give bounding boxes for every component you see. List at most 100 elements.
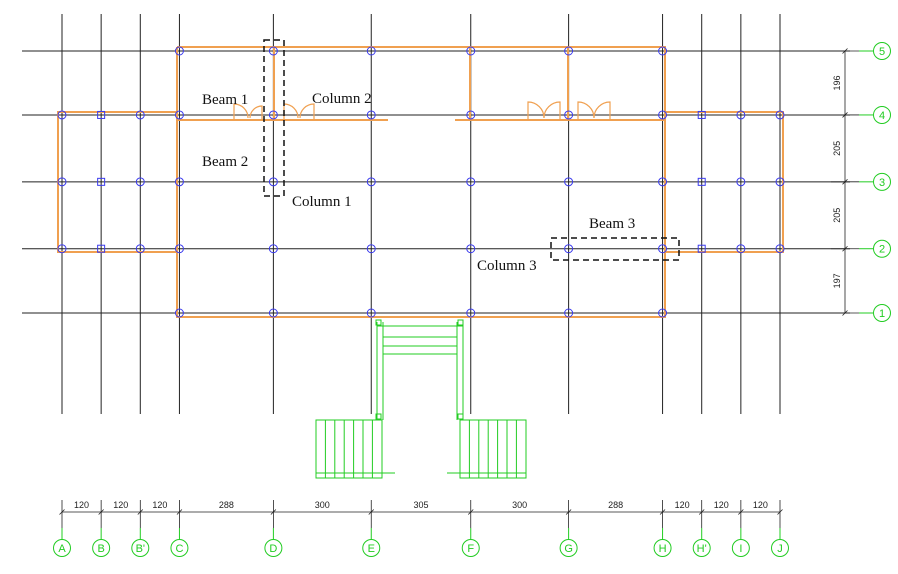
dim-label-y: 197 xyxy=(832,273,842,288)
axis-bubble-x xyxy=(264,539,283,557)
stair-flight-left xyxy=(315,419,395,479)
stair-post xyxy=(375,319,382,326)
column-round xyxy=(466,46,476,56)
east-wing-outline xyxy=(665,111,784,253)
axis-bubble-x xyxy=(559,539,578,557)
column-round xyxy=(564,244,574,254)
dim-label-x: 300 xyxy=(512,500,527,510)
axis-label-x: D xyxy=(269,543,277,555)
label-beam-3: Beam 3 xyxy=(589,216,635,232)
column-round xyxy=(366,46,376,56)
dim-tick xyxy=(467,509,474,515)
axis-label-y: 3 xyxy=(879,177,885,189)
dim-tick xyxy=(176,509,183,515)
column-round xyxy=(564,46,574,56)
axis-label-x: H xyxy=(659,543,667,555)
dim-label-x: 120 xyxy=(113,500,128,510)
column-round xyxy=(366,244,376,254)
axis-bubble-y xyxy=(873,304,891,322)
axis-label-y: 2 xyxy=(879,244,885,256)
column-square xyxy=(97,110,106,119)
door-swing-3 xyxy=(283,103,299,120)
column-round xyxy=(775,244,785,254)
dim-tick xyxy=(368,509,375,515)
building-outline xyxy=(57,46,784,318)
dim-tick xyxy=(842,245,848,252)
axis-bubble-x xyxy=(170,539,189,557)
axis-bubble-x xyxy=(692,539,711,557)
flight-outline xyxy=(459,419,527,479)
door-swing-5 xyxy=(527,101,545,120)
column-square xyxy=(697,177,706,186)
column-round xyxy=(466,110,476,120)
column-round xyxy=(174,244,184,254)
axis-bubble-y xyxy=(873,42,891,60)
dim-tick xyxy=(98,509,104,515)
dim-label-x: 120 xyxy=(74,500,89,510)
axis-bubble-x xyxy=(461,539,480,557)
column-round xyxy=(174,177,184,187)
column-round xyxy=(366,110,376,120)
door-swing-6 xyxy=(543,101,561,120)
axis-label-x: C xyxy=(175,543,183,555)
column-round xyxy=(658,244,668,254)
highlight-box-column1-beam2 xyxy=(263,39,285,197)
label-column-2: Column 2 xyxy=(312,91,372,107)
column-round xyxy=(57,110,67,120)
dim-label-x: 120 xyxy=(714,500,729,510)
dim-tick xyxy=(659,509,666,515)
label-column-3: Column 3 xyxy=(477,258,537,274)
axis-label-x: H' xyxy=(697,543,707,555)
column-round xyxy=(268,110,278,120)
column-round xyxy=(658,110,668,120)
column-round xyxy=(466,244,476,254)
grid-lines xyxy=(22,14,850,414)
door-swing-8 xyxy=(593,101,611,120)
axis-label-x: B' xyxy=(136,543,145,555)
column-round xyxy=(658,46,668,56)
column-round xyxy=(135,244,145,254)
column-round xyxy=(135,110,145,120)
axis-bubble-x xyxy=(731,539,750,557)
column-round xyxy=(135,177,145,187)
column-round xyxy=(658,308,668,318)
dim-tick xyxy=(842,179,848,185)
column-round xyxy=(466,308,476,318)
axis-label-y: 5 xyxy=(879,46,885,58)
axis-label-x: I xyxy=(739,543,742,555)
column-round xyxy=(366,177,376,187)
stair-post xyxy=(457,413,464,420)
dim-label-x: 305 xyxy=(413,500,428,510)
axis-bubble-x xyxy=(92,539,111,557)
axis-bubble-y xyxy=(873,105,891,124)
dim-tick xyxy=(842,112,848,118)
axis-bubble-x xyxy=(362,539,381,557)
columns xyxy=(57,46,785,318)
axis-label-x: G xyxy=(564,543,573,555)
staircase xyxy=(315,319,527,479)
stair-flight-right xyxy=(447,419,527,479)
dim-tick xyxy=(842,310,848,316)
column-square xyxy=(97,177,106,186)
dim-tick xyxy=(777,509,783,515)
dim-label-x: 288 xyxy=(219,500,234,510)
door-swing-4 xyxy=(299,103,315,120)
dim-tick xyxy=(270,509,277,515)
dim-label-x: 288 xyxy=(608,500,623,510)
door-swing-2 xyxy=(249,105,263,120)
column-round xyxy=(268,308,278,318)
axis-bubble-x xyxy=(771,539,789,557)
column-square xyxy=(697,244,706,253)
main-block-outline xyxy=(176,46,666,318)
axis-label-x: E xyxy=(368,543,375,555)
dim-label-x: 300 xyxy=(315,500,330,510)
stair-post xyxy=(457,319,464,326)
axis-label-y: 4 xyxy=(879,110,885,122)
dim-label-x: 120 xyxy=(675,500,690,510)
column-round xyxy=(174,308,184,318)
flight-outline xyxy=(315,419,383,479)
column-round xyxy=(174,110,184,120)
column-round xyxy=(174,46,184,56)
stair-post xyxy=(375,413,382,420)
